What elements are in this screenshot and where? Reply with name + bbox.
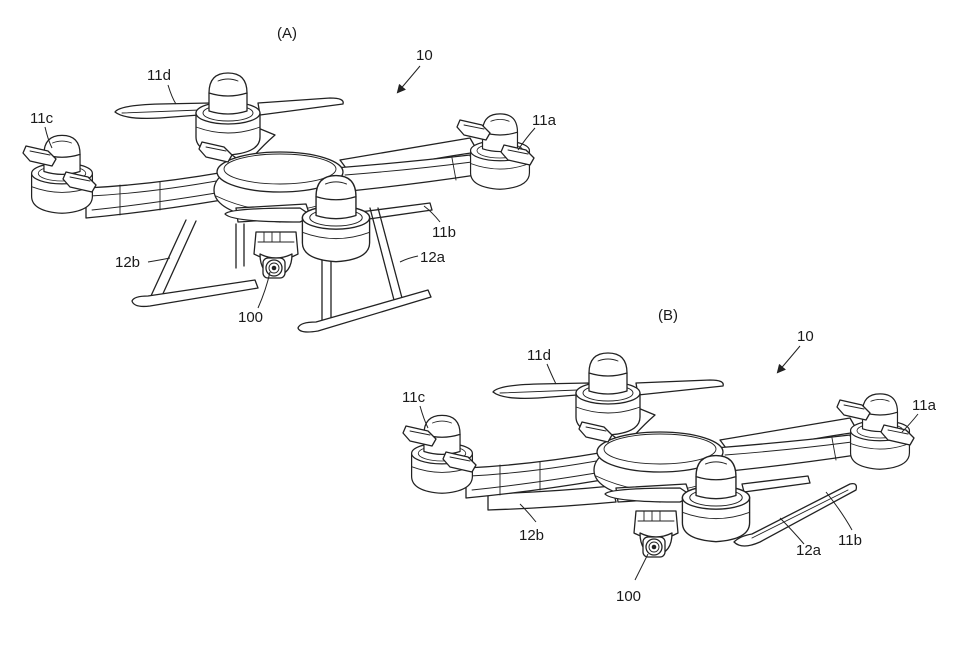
propeller-rear-right xyxy=(635,379,724,396)
drone-figure-b xyxy=(402,352,915,558)
rotor-pod-11c xyxy=(410,414,474,494)
label-leg-b-a: 12b xyxy=(115,254,140,271)
camera-gimbal-b xyxy=(633,510,679,558)
labels-figure-b: (B) 10 11d 11c 11a 11b 12a 12b 100 xyxy=(402,307,937,605)
reference-label-a: 10 xyxy=(416,47,433,64)
label-leg-b-b: 12b xyxy=(519,527,544,544)
label-rotor-b-a: 11b xyxy=(432,224,456,241)
label-leg-a-a: 12a xyxy=(420,249,446,266)
camera-gimbal-a xyxy=(253,231,299,279)
label-rotor-c-a: 11c xyxy=(30,110,54,127)
label-leg-a-b: 12a xyxy=(796,542,822,559)
panel-label-b: (B) xyxy=(658,307,678,324)
label-camera-a: 100 xyxy=(238,309,263,326)
landing-leg-b xyxy=(131,219,259,308)
label-rotor-a-b: 11a xyxy=(912,397,937,414)
label-rotor-b-b: 11b xyxy=(838,532,862,549)
label-rotor-c-b: 11c xyxy=(402,389,426,406)
label-rotor-d-a: 11d xyxy=(147,67,171,84)
label-rotor-d-b: 11d xyxy=(527,347,551,364)
landing-leg-a xyxy=(297,207,432,333)
propeller-front xyxy=(224,202,433,223)
reference-label-b: 10 xyxy=(797,328,814,345)
landing-leg-a-folded xyxy=(733,482,858,547)
label-camera-b: 100 xyxy=(616,588,641,605)
labels-figure-a: (A) 10 11d 11c 11a 11b 12a 12b 100 xyxy=(30,25,557,326)
label-rotor-a-a: 11a xyxy=(532,112,557,129)
leader-lines-a xyxy=(44,65,536,309)
panel-label-a: (A) xyxy=(277,25,297,42)
leader-lines-b xyxy=(419,345,919,581)
propeller-rear-right xyxy=(257,97,344,116)
drone-figure-a xyxy=(22,72,535,333)
rotor-pod-11c xyxy=(30,134,94,214)
